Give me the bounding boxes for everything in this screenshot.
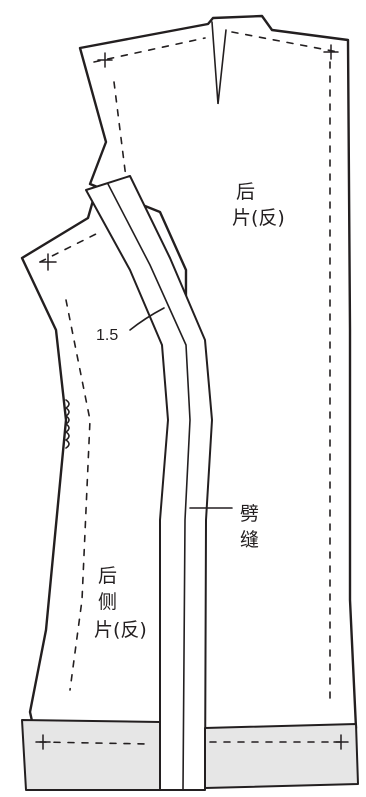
back-side-label-line1: 后 [98, 565, 117, 587]
side-neck-stitch [39, 231, 101, 263]
seam-label-line1: 劈 [240, 503, 259, 525]
seam-strip [85, 175, 213, 791]
back-side-label-line3: 片(反) [94, 619, 147, 641]
ease-ripple [64, 399, 70, 449]
back-piece-label-line1: 后 [236, 181, 255, 203]
hem-band [21, 719, 161, 791]
side-armhole-stitch [65, 299, 91, 691]
seam-strip-center [107, 183, 191, 791]
back-armhole-stitch [113, 81, 127, 179]
seam-allowance-leader [129, 307, 165, 331]
corner-mark [97, 52, 113, 68]
hem-stitch [39, 741, 151, 745]
seam-label-line2: 缝 [240, 529, 259, 551]
back-piece-label-line2: 片(反) [232, 207, 285, 229]
back-neck-stitch [93, 37, 206, 63]
corner-mark [39, 253, 57, 271]
corner-mark [323, 44, 339, 60]
back-side-label-line2: 侧 [98, 591, 117, 613]
hem-band [204, 723, 359, 789]
back-dart [211, 21, 227, 105]
back-neck-stitch [231, 31, 339, 53]
seam-allowance-value: 1.5 [96, 327, 118, 344]
corner-mark [35, 734, 51, 750]
corner-mark [333, 734, 349, 750]
